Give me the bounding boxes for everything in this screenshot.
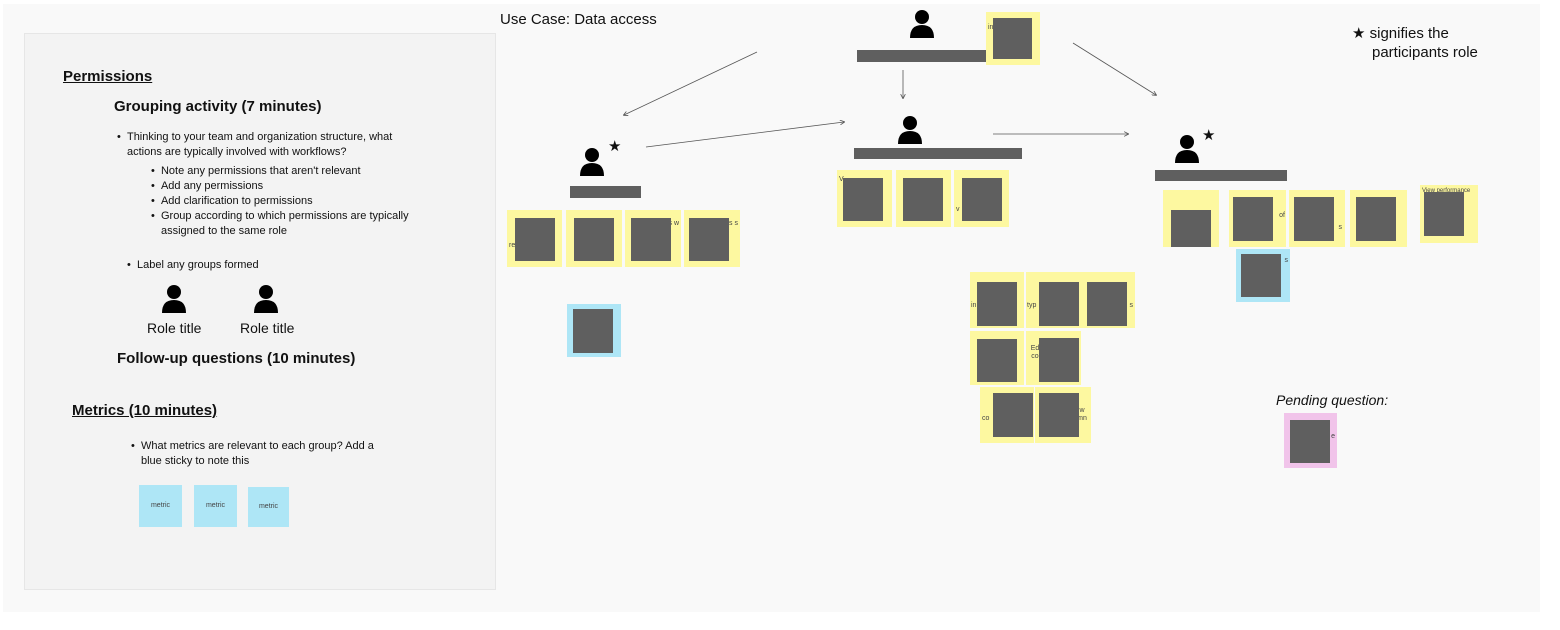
person-icon (910, 10, 934, 38)
sticky-note[interactable] (970, 331, 1024, 385)
sticky-note[interactable]: n s w (625, 210, 681, 267)
sticky-note[interactable]: co (980, 387, 1034, 443)
arrow-top-to-right (1072, 42, 1156, 95)
sticky-note-metric[interactable] (567, 304, 621, 357)
arrow-top-to-left (624, 51, 758, 115)
redacted-content (1241, 254, 1281, 297)
sticky-note-question[interactable]: e (1284, 413, 1337, 468)
bullet-workflows: • Thinking to your team and organization… (117, 131, 393, 158)
redacted-content (1039, 338, 1079, 382)
sticky-note[interactable] (1350, 190, 1407, 247)
arrow-left-to-center (645, 122, 844, 148)
redacted-role-title (857, 50, 988, 62)
sticky-note-metric[interactable]: s (1236, 249, 1290, 302)
sticky-note[interactable]: s s (684, 210, 740, 267)
sticky-note[interactable]: re (507, 210, 562, 267)
star-icon: ★ (1202, 127, 1216, 144)
sticky-note[interactable]: V (837, 170, 892, 227)
sticky-note[interactable] (896, 170, 951, 227)
redacted-content (993, 393, 1033, 437)
person-icon (1175, 135, 1199, 163)
sticky-note[interactable]: s (1289, 190, 1345, 247)
redacted-content (573, 309, 613, 353)
star-icon: ★ (1352, 25, 1366, 42)
redacted-content (631, 218, 671, 261)
metric-sticky[interactable]: metric (139, 485, 182, 527)
redacted-content (1039, 393, 1079, 437)
person-icon (580, 148, 604, 176)
redacted-content (1294, 197, 1334, 241)
sticky-note[interactable]: of (1229, 190, 1286, 247)
redacted-content (993, 18, 1032, 59)
bullet-label-groups: • Label any groups formed (127, 259, 259, 271)
role-title-label: Role title (147, 320, 202, 336)
metric-sticky[interactable]: metric (248, 487, 289, 527)
metrics-heading: Metrics (10 minutes) (72, 402, 218, 419)
person-icon (898, 116, 922, 144)
redacted-role-title (854, 148, 1022, 159)
redacted-content (977, 339, 1017, 382)
person-icon (254, 285, 278, 313)
sticky-note[interactable]: View performance (1420, 185, 1478, 243)
redacted-content (1356, 197, 1396, 241)
sticky-note[interactable]: Ed co (1026, 331, 1081, 385)
redacted-role-title (570, 186, 641, 198)
redacted-content (1290, 420, 1330, 463)
redacted-content (574, 218, 614, 261)
sticky-note[interactable]: in (986, 12, 1040, 65)
bullet-metrics: • What metrics are relevant to each grou… (131, 440, 374, 467)
followup-heading: Follow-up questions (10 minutes) (117, 350, 356, 367)
legend: ★ signifies the participants role (1352, 25, 1478, 61)
redacted-content (843, 178, 883, 221)
grouping-heading: Grouping activity (7 minutes) (114, 98, 322, 115)
sticky-note[interactable]: in a (970, 272, 1024, 328)
star-icon: ★ (608, 138, 622, 155)
sticky-note[interactable]: typ (1026, 272, 1081, 328)
metric-sticky[interactable]: metric (194, 485, 237, 527)
redacted-content (1087, 282, 1127, 326)
redacted-content (1233, 197, 1273, 241)
sticky-note[interactable]: v (954, 170, 1009, 227)
pending-question-label: Pending question: (1276, 392, 1389, 408)
person-icon (162, 285, 186, 313)
sub-bullet-list: • Note any permissions that aren't relev… (151, 165, 409, 237)
redacted-content (515, 218, 555, 261)
redacted-content (689, 218, 729, 261)
redacted-content (903, 178, 943, 221)
redacted-content (962, 178, 1002, 221)
redacted-content (1424, 192, 1464, 236)
role-title-label: Role title (240, 320, 295, 336)
redacted-content (1039, 282, 1079, 326)
sticky-note[interactable] (1163, 190, 1219, 247)
sticky-note[interactable]: w mn (1035, 387, 1091, 443)
board-title: Use Case: Data access (500, 11, 657, 28)
sticky-note[interactable]: s (1081, 272, 1135, 328)
permissions-heading: Permissions (63, 68, 153, 85)
sticky-note[interactable] (566, 210, 622, 267)
redacted-content (1171, 210, 1211, 247)
instructions-panel: Permissions Grouping activity (7 minutes… (24, 33, 496, 590)
redacted-role-title (1155, 170, 1287, 181)
redacted-content (977, 282, 1017, 326)
